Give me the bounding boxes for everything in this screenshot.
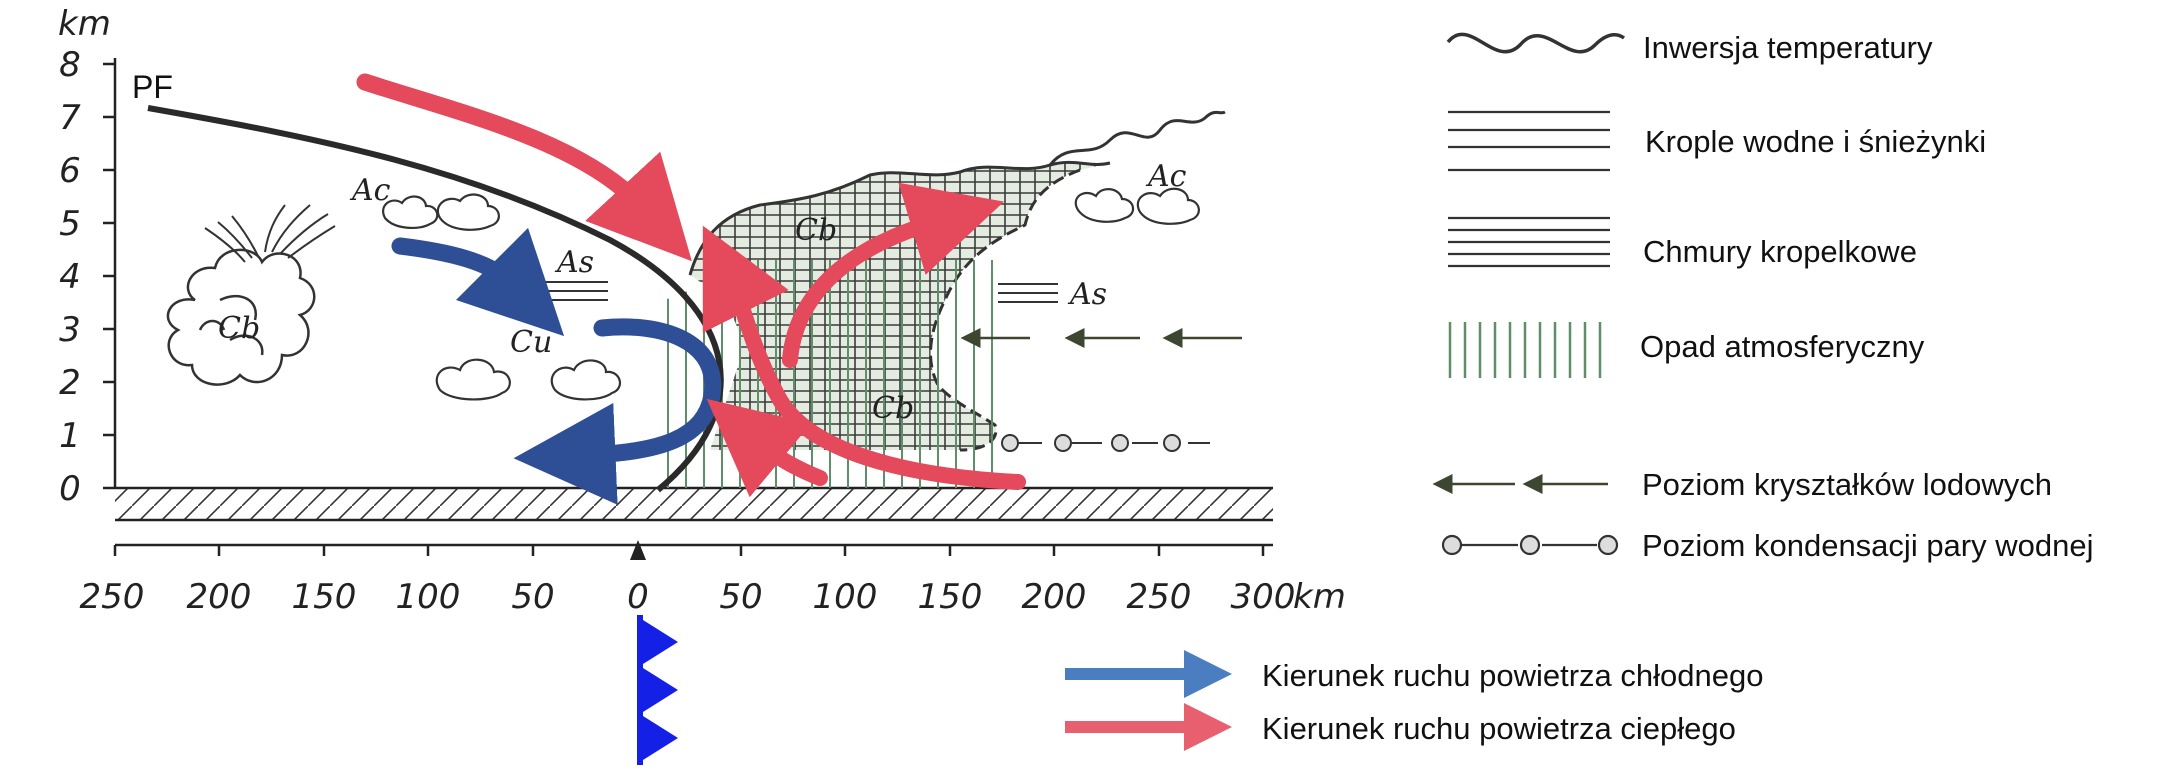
y-tick-label: 6 bbox=[59, 151, 81, 191]
inversion-line bbox=[1048, 110, 1226, 166]
x-tick-label: 50 bbox=[719, 577, 762, 617]
condensation-level bbox=[1001, 434, 1210, 452]
cb-top-label: Cb bbox=[795, 213, 837, 248]
x-tick-label: 250 bbox=[80, 577, 145, 617]
x-tick-label: 0 bbox=[627, 577, 649, 617]
x-tick-label: 200 bbox=[187, 577, 252, 617]
warm-air-arrows bbox=[356, 73, 1026, 498]
cb-left-label: Cb bbox=[218, 311, 260, 346]
y-tick-label: 2 bbox=[59, 363, 81, 403]
legend-inversion-label: Inwersja temperatury bbox=[1643, 30, 1933, 65]
x-tick-label: 150 bbox=[918, 577, 983, 617]
ground bbox=[115, 486, 1273, 522]
legend-precipitation-icon bbox=[1448, 322, 1602, 378]
ac-left-label: Ac bbox=[349, 173, 391, 208]
cold-front-symbol bbox=[637, 615, 678, 765]
x-tick-label: 300 bbox=[1231, 577, 1296, 617]
x-tick-label: 250 bbox=[1127, 577, 1192, 617]
y-tick-label: 4 bbox=[59, 257, 81, 297]
x-tick-label: 100 bbox=[813, 577, 878, 617]
legend-warm-air-label: Kierunek ruchu powietrza ciepłego bbox=[1262, 711, 1736, 746]
cold-air-arrows bbox=[391, 227, 722, 505]
x-axis-unit: km bbox=[1293, 577, 1346, 617]
legend-droplet-clouds-icon bbox=[1448, 216, 1610, 268]
as-right-label: As bbox=[1067, 277, 1107, 312]
x-tick-label: 100 bbox=[396, 577, 461, 617]
y-axis-unit: km bbox=[58, 4, 111, 44]
cb-bottom-label: Cb bbox=[872, 391, 914, 426]
legend-precipitation-label: Opad atmosferyczny bbox=[1640, 329, 1925, 364]
x-tick-label: 150 bbox=[292, 577, 357, 617]
y-tick-label: 0 bbox=[59, 469, 81, 509]
legend-condensation-icon bbox=[1441, 534, 1619, 556]
cb-left-cirrus bbox=[204, 204, 336, 263]
x-axis: 250 200 150 100 50 0 50 100 150 200 250 … bbox=[80, 540, 1346, 617]
as-left-label: As bbox=[554, 245, 594, 280]
legend-droplet-clouds-label: Chmury kropelkowe bbox=[1643, 234, 1917, 269]
altostratus-left bbox=[538, 281, 608, 301]
y-axis: km 0 1 2 3 4 5 6 7 8 bbox=[58, 4, 117, 509]
legend-drops-icon bbox=[1448, 110, 1610, 172]
altocumulus-left bbox=[382, 193, 500, 231]
origin-marker bbox=[630, 540, 646, 560]
y-tick-label: 3 bbox=[59, 310, 81, 350]
legend-cold-air-label: Kierunek ruchu powietrza chłodnego bbox=[1262, 658, 1763, 693]
x-tick-label: 50 bbox=[511, 577, 554, 617]
front-label: PF bbox=[132, 69, 173, 105]
ac-right-label: Ac bbox=[1145, 159, 1187, 194]
y-tick-label: 5 bbox=[59, 204, 81, 244]
altostratus-right bbox=[998, 283, 1058, 303]
altocumulus-right bbox=[1074, 187, 1200, 225]
cumulus bbox=[435, 358, 622, 401]
legend: Inwersja temperatury Krople wodne i śnie… bbox=[1065, 30, 2093, 751]
legend-inversion-icon bbox=[1446, 32, 1626, 54]
cumulonimbus-left bbox=[166, 248, 316, 386]
legend-ice-level-label: Poziom kryształków lodowych bbox=[1642, 467, 2052, 502]
x-tick-label: 200 bbox=[1022, 577, 1087, 617]
y-tick-label: 8 bbox=[59, 45, 81, 85]
y-tick-label: 1 bbox=[59, 416, 81, 456]
y-tick-label: 7 bbox=[59, 98, 81, 138]
cu-label: Cu bbox=[510, 325, 552, 360]
legend-drops-label: Krople wodne i śnieżynki bbox=[1645, 124, 1986, 159]
legend-condensation-label: Poziom kondensacji pary wodnej bbox=[1642, 528, 2093, 563]
